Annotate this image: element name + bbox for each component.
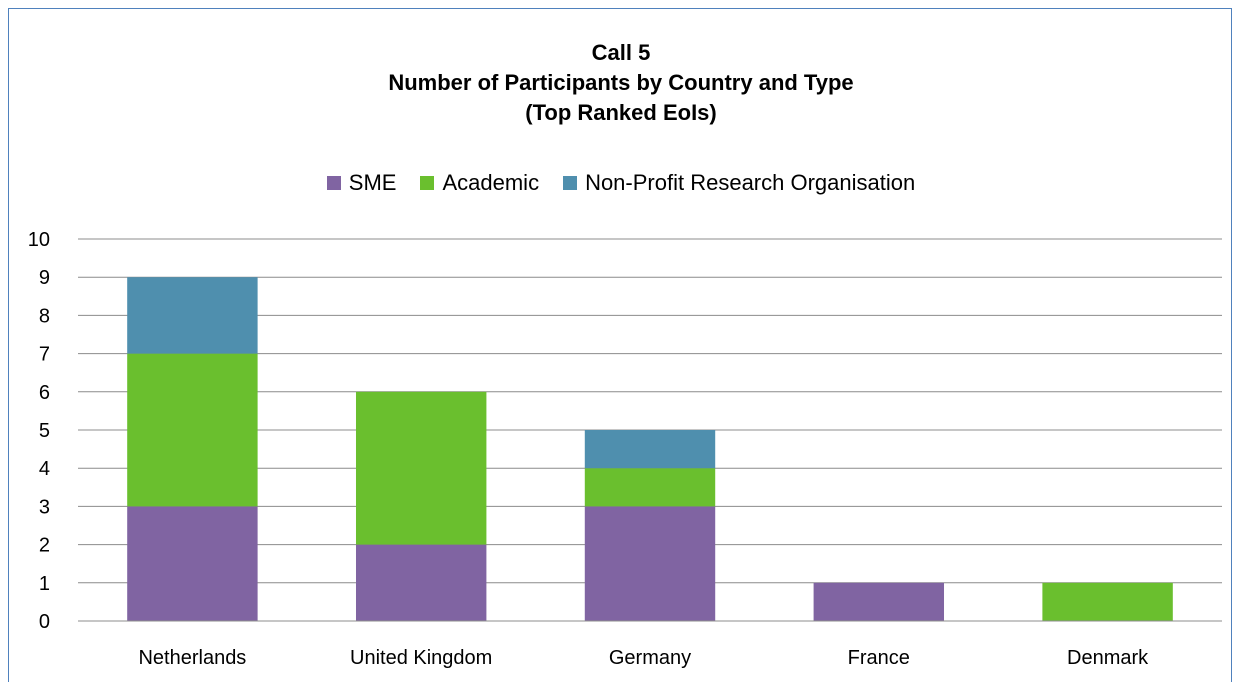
legend-swatch-non-profit	[563, 176, 578, 190]
y-tick-label: 6	[39, 382, 50, 404]
bar-segment-sme	[127, 506, 258, 621]
legend-swatch-sme	[326, 176, 341, 190]
bar-segment-sme	[584, 506, 716, 621]
y-tick-label: 2	[39, 535, 50, 557]
legend-item-non-profit: Non-Profit Research Organisation	[563, 170, 915, 196]
y-tick-label: 7	[39, 344, 50, 366]
bar-segment-academic	[355, 391, 487, 545]
chart-legend: SME Academic Non-Profit Research Organis…	[0, 170, 1242, 196]
x-tick-label: Germany	[609, 647, 691, 669]
y-tick-label: 5	[39, 420, 50, 442]
bar-segment-academic	[1042, 582, 1173, 621]
y-tick-label: 8	[39, 305, 50, 327]
bar-segment-non-profit-research-organisation	[584, 430, 716, 469]
chart-frame	[8, 8, 1232, 682]
bar-segment-academic	[127, 353, 258, 507]
x-tick-label: France	[848, 647, 910, 669]
y-tick-label: 0	[39, 611, 50, 633]
legend-item-sme: SME	[326, 170, 397, 196]
x-tick-label: Denmark	[1067, 647, 1149, 669]
chart-title-line-2: Number of Participants by Country and Ty…	[388, 70, 854, 95]
x-tick-label: Netherlands	[138, 647, 246, 669]
bar-segment-academic	[584, 468, 716, 507]
legend-label-sme: SME	[348, 170, 397, 195]
y-tick-label: 4	[39, 458, 50, 480]
x-tick-label: United Kingdom	[350, 647, 492, 669]
legend-item-academic: Academic	[420, 170, 539, 196]
legend-swatch-academic	[420, 176, 435, 190]
chart-title-line-1: Call 5	[591, 40, 651, 65]
legend-label-academic: Academic	[442, 170, 540, 195]
y-tick-label: 1	[39, 573, 50, 595]
bar-segment-sme	[355, 544, 487, 621]
bar-segment-non-profit-research-organisation	[127, 277, 258, 354]
y-tick-label: 3	[39, 496, 50, 518]
y-tick-label: 9	[39, 267, 50, 289]
y-tick-label: 10	[28, 229, 50, 251]
bar-segment-sme	[813, 582, 945, 621]
chart-title-line-3: (Top Ranked EoIs)	[525, 100, 717, 125]
legend-label-non-profit: Non-Profit Research Organisation	[585, 170, 916, 195]
chart-title: Call 5 Number of Participants by Country…	[0, 38, 1242, 128]
